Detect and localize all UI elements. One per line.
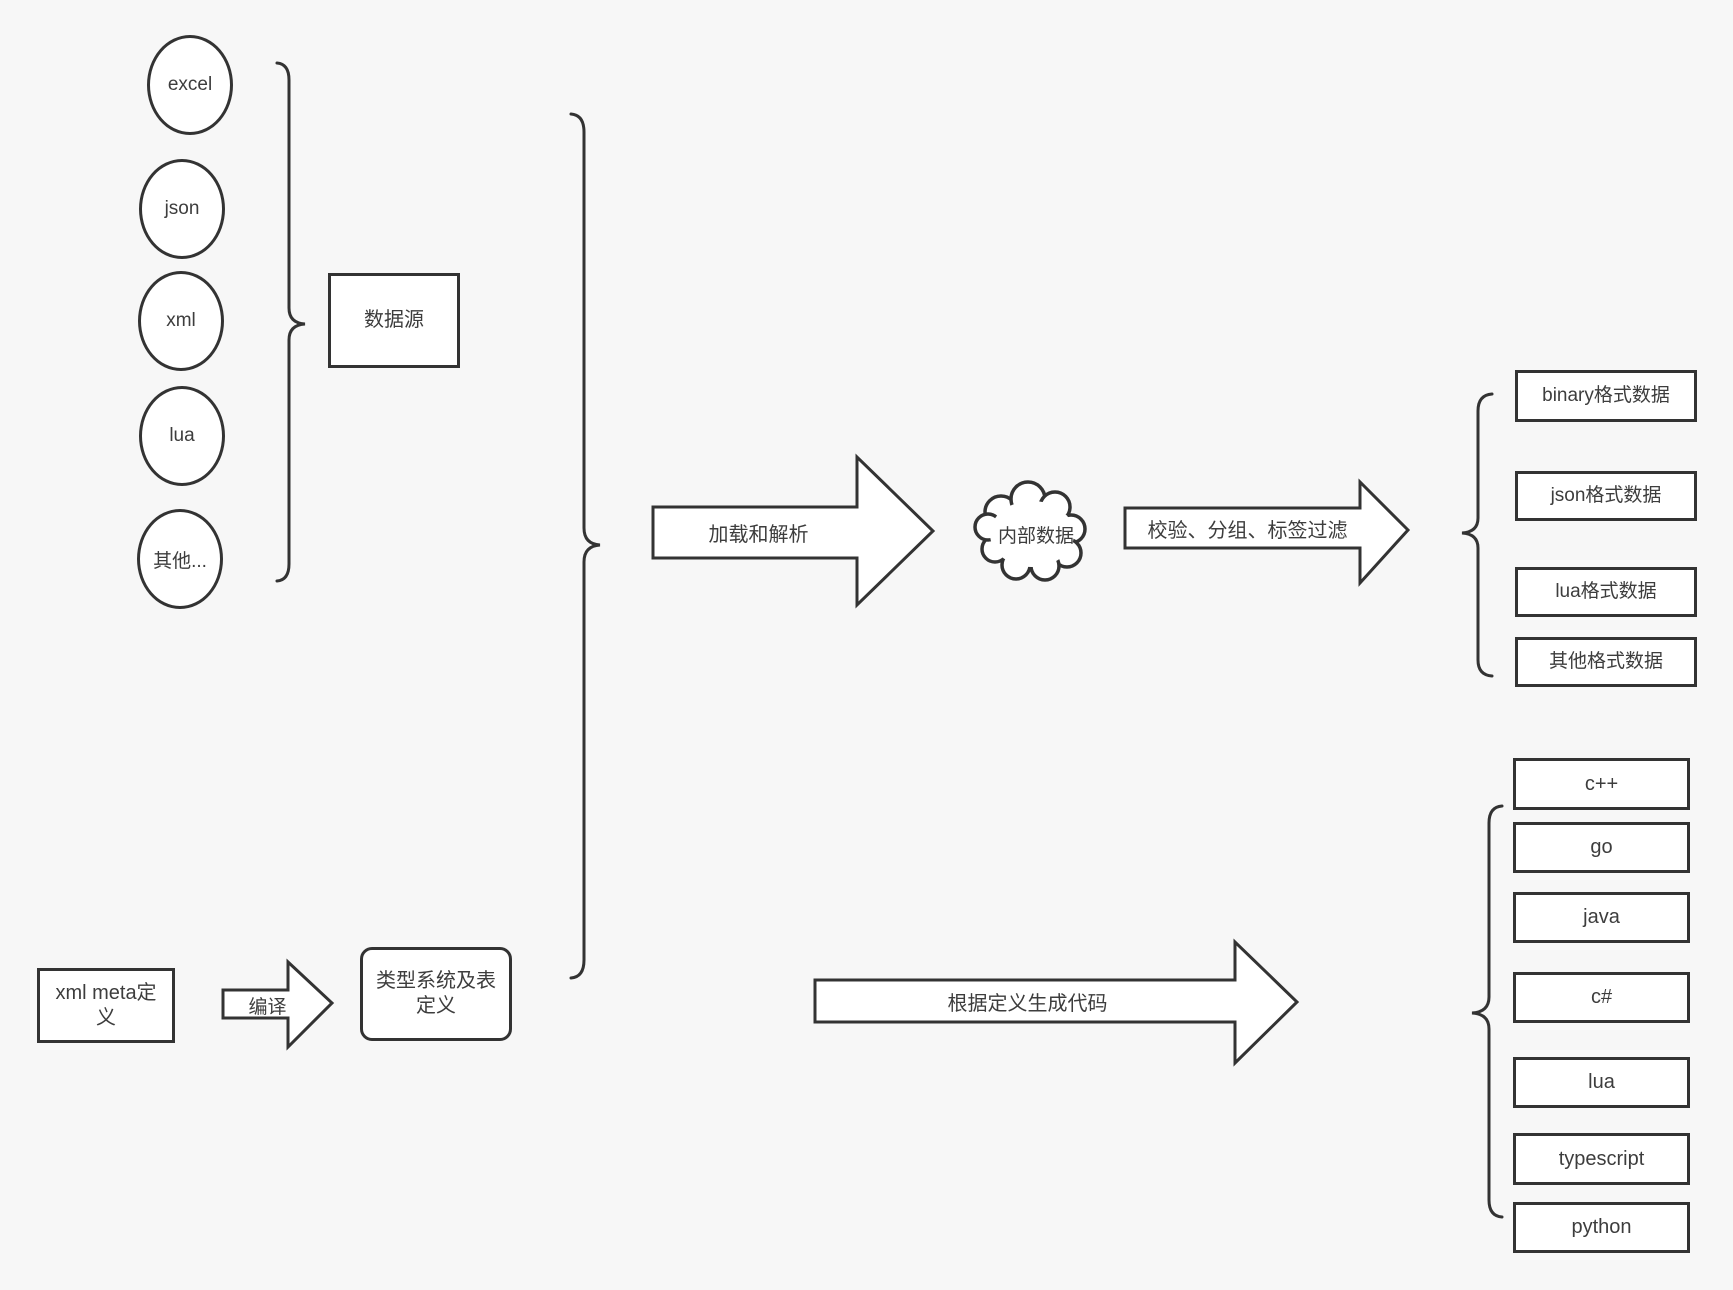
output-box-binary: binary格式数据 <box>1515 370 1697 422</box>
source-ellipse-other-label: 其他... <box>153 550 207 572</box>
xml-meta-box: xml meta定义 <box>37 968 175 1043</box>
outputs-brace <box>1461 392 1494 678</box>
language-box-cpp: c++ <box>1513 758 1690 810</box>
source-ellipse-excel-label: excel <box>167 74 213 95</box>
source-ellipse-excel: excel <box>147 35 233 135</box>
source-ellipse-xml: xml <box>138 271 224 371</box>
source-ellipse-json: json <box>139 159 225 259</box>
language-box-python-label: python <box>1571 1216 1632 1238</box>
source-ellipse-lua: lua <box>139 386 225 486</box>
load-arrow <box>651 453 936 609</box>
compile-arrow <box>221 958 335 1051</box>
compile-arrow-label: 编译 <box>248 996 287 1018</box>
filter-arrow-label: 校验、分组、标签过滤 <box>1147 519 1348 542</box>
language-box-go-label: go <box>1590 836 1613 858</box>
output-box-other-label: 其他格式数据 <box>1548 651 1663 673</box>
sources-brace <box>275 61 306 583</box>
internal-data-cloud <box>973 480 1087 582</box>
type-system-box: 类型系统及表定义 <box>360 947 512 1041</box>
language-box-cpp-label: c++ <box>1584 772 1619 795</box>
output-box-other: 其他格式数据 <box>1515 637 1697 687</box>
load-arrow-label: 加载和解析 <box>708 524 809 546</box>
codegen-arrow-label: 根据定义生成代码 <box>947 992 1108 1015</box>
language-box-typescript: typescript <box>1513 1133 1690 1185</box>
language-box-typescript-label: typescript <box>1558 1147 1645 1170</box>
output-box-json-label: json格式数据 <box>1550 485 1662 507</box>
language-box-lua: lua <box>1513 1057 1690 1108</box>
output-box-lua-label: lua格式数据 <box>1555 581 1657 603</box>
language-box-python: python <box>1513 1202 1690 1253</box>
source-ellipse-xml-label: xml <box>166 310 196 331</box>
type-system-box-label: 类型系统及表定义 <box>376 970 496 1017</box>
output-box-json: json格式数据 <box>1515 471 1697 521</box>
datasource-box: 数据源 <box>328 273 460 368</box>
filter-arrow <box>1123 478 1411 587</box>
language-box-csharp-label: c# <box>1590 986 1613 1008</box>
language-box-java: java <box>1513 892 1690 943</box>
xml-meta-box-label: xml meta定义 <box>55 981 157 1029</box>
source-ellipse-json-label: json <box>164 198 200 219</box>
output-box-binary-label: binary格式数据 <box>1542 385 1670 407</box>
language-box-go: go <box>1513 822 1690 873</box>
languages-brace <box>1471 804 1504 1219</box>
language-box-csharp: c# <box>1513 972 1690 1023</box>
language-box-java-label: java <box>1583 906 1620 928</box>
language-box-lua-label: lua <box>1588 1071 1615 1093</box>
codegen-arrow <box>813 938 1300 1067</box>
output-box-lua: lua格式数据 <box>1515 567 1697 617</box>
source-ellipse-other: 其他... <box>137 509 223 609</box>
datasource-box-label: 数据源 <box>364 309 424 331</box>
source-ellipse-lua-label: lua <box>169 425 195 446</box>
cloud-label: 内部数据 <box>997 525 1074 547</box>
main-brace <box>569 112 601 980</box>
